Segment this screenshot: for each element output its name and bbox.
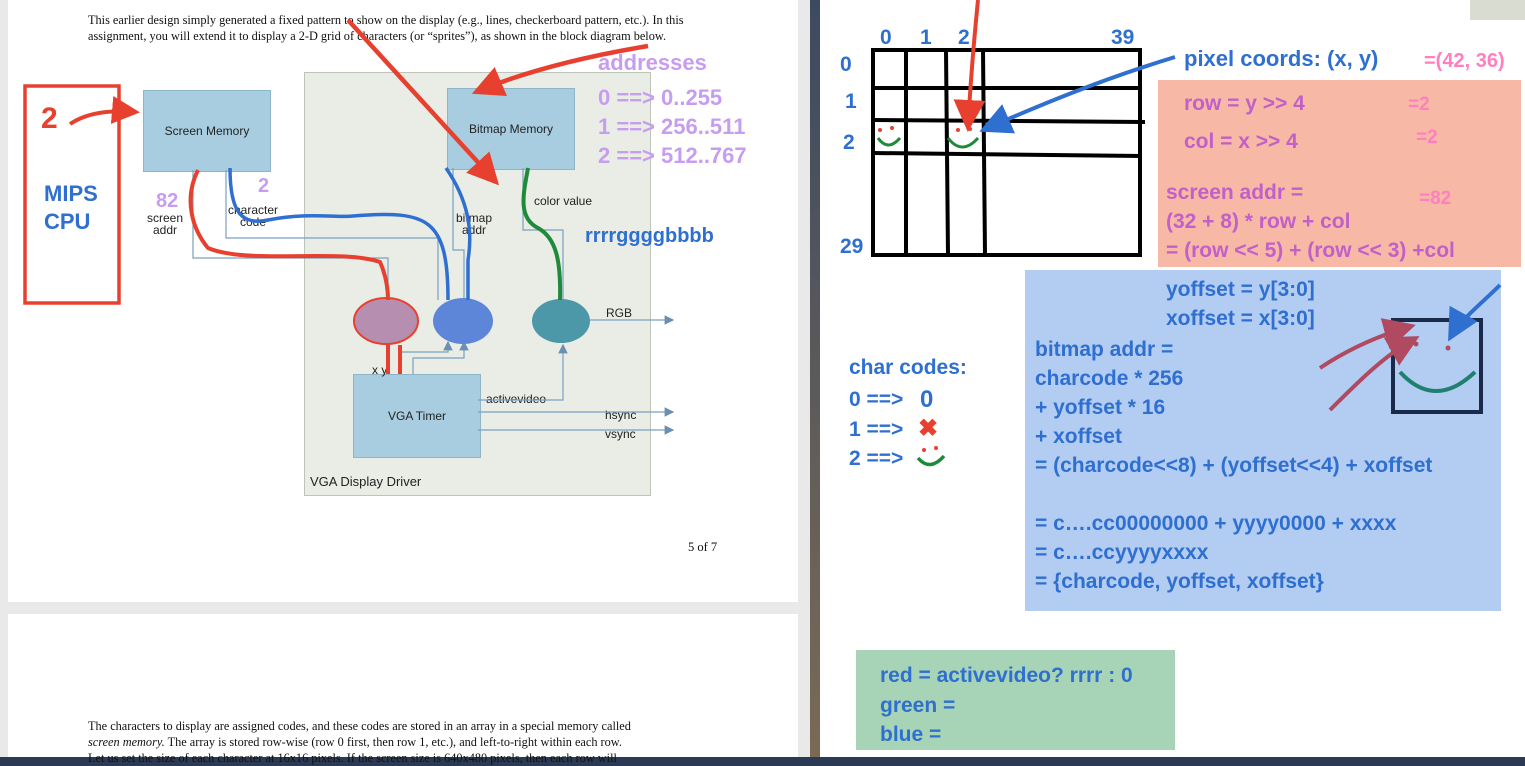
row-value: =2	[1408, 94, 1430, 115]
row-label-2: 2	[843, 131, 855, 154]
row-label-1: 1	[845, 90, 857, 113]
row-label-29: 29	[840, 235, 864, 258]
annot-code-2: 2	[258, 175, 270, 197]
screen-addr-label: screen addr	[146, 211, 184, 237]
char-code-1-x-glyph: ✖	[918, 415, 939, 442]
red-formula: red = activevideo? rrrr : 0	[880, 664, 1133, 687]
intro-paragraph: This earlier design simply generated a f…	[88, 13, 684, 43]
page2-line1: The characters to display are assigned c…	[88, 719, 631, 733]
annot-cpu: CPU	[44, 209, 91, 234]
annot-addr-0: 0 ==> 0..255	[598, 85, 723, 110]
annot-color-format: rrrrggggbbbb	[585, 225, 714, 247]
xoffset-formula: xoffset = x[3:0]	[1166, 307, 1315, 330]
green-box	[856, 650, 1175, 750]
pdf-page-6: The characters to display are assigned c…	[8, 614, 798, 765]
col-formula: col = x >> 4	[1184, 130, 1298, 153]
annot-82: 82	[156, 190, 179, 212]
whiteboard: 0 1 2 39 0 1 2 29 pixel coords: (x, y) =…	[820, 0, 1525, 757]
page2-line3: Let us set the size of each character at…	[88, 751, 617, 765]
blue-box	[1025, 270, 1501, 611]
screen-addr-value: =82	[1419, 188, 1452, 209]
annot-addr-2: 2 ==> 512..767	[598, 143, 747, 168]
bitmap-line-2: charcode * 256	[1035, 367, 1184, 390]
screen-addr-line3: = (row << 5) + (row << 3) +col	[1166, 239, 1455, 262]
mux-screen	[353, 297, 419, 345]
vga-driver-label: VGA Display Driver	[310, 474, 422, 489]
bitmap-line-4: + xoffset	[1035, 425, 1122, 448]
row-formula: row = y >> 4	[1184, 92, 1305, 115]
annot-mips: MIPS	[44, 181, 98, 206]
col-label-2: 2	[958, 26, 970, 49]
annot-addr-1: 1 ==> 256..511	[598, 114, 746, 139]
xy-label: x y	[372, 363, 388, 377]
vsync-label: vsync	[605, 427, 636, 441]
char-code-0: 0 ==>	[849, 388, 904, 411]
vga-timer-box: VGA Timer	[353, 374, 481, 458]
bitmap-line-3: + yoffset * 16	[1035, 396, 1166, 419]
char-code-0-glyph: 0	[920, 386, 934, 413]
green-formula: green =	[880, 694, 956, 717]
bitmap-line-7: = c….ccyyyyxxxx	[1035, 541, 1209, 564]
screen-addr-line2: (32 + 8) * row + col	[1166, 210, 1351, 233]
col-label-1: 1	[920, 26, 932, 49]
screen-memory-box: Screen Memory	[143, 90, 271, 172]
page2-line2: screen memory. The array is stored row-w…	[88, 734, 788, 750]
pink-box	[1158, 80, 1521, 267]
webcam-corner	[1470, 0, 1525, 20]
page2-line2-rest: The array is stored row-wise (row 0 firs…	[164, 735, 622, 749]
annot-code-two: 2	[41, 102, 58, 135]
bitmap-line-6: = c….cc00000000 + yyyy0000 + xxxx	[1035, 512, 1397, 535]
annot-addresses: addresses	[598, 50, 707, 75]
yoffset-formula: yoffset = y[3:0]	[1166, 278, 1315, 301]
char-codes-title: char codes:	[849, 356, 967, 379]
color-value-label: color value	[534, 194, 593, 208]
diagram-wires	[23, 18, 675, 435]
block-diagram: VGA Display Driver Screen Memory Bitmap …	[8, 0, 798, 560]
screen-addr-formula: screen addr =	[1166, 181, 1304, 204]
mux-color	[532, 299, 590, 343]
bitmap-line-1: bitmap addr =	[1035, 338, 1174, 361]
bitmap-line-8: = {charcode, yoffset, xoffset}	[1035, 570, 1324, 593]
col-value: =2	[1416, 127, 1438, 148]
pixel-coords-label: pixel coords: (x, y)	[1184, 46, 1379, 71]
bitmap-line-5: = (charcode<<8) + (yoffset<<4) + xoffset	[1035, 454, 1433, 477]
char-code-2: 2 ==>	[849, 447, 904, 470]
blue-formula: blue =	[880, 723, 942, 746]
pdf-viewer[interactable]: This earlier design simply generated a f…	[0, 0, 810, 765]
char-code-1: 1 ==>	[849, 418, 904, 441]
row-label-0: 0	[840, 53, 852, 76]
mux-bitmap	[433, 298, 493, 344]
col-label-39: 39	[1111, 26, 1135, 49]
window-divider[interactable]	[810, 0, 820, 757]
activevideo-label: activevideo	[486, 392, 547, 406]
page-number: 5 of 7	[688, 540, 718, 554]
pdf-page-5: This earlier design simply generated a f…	[8, 0, 798, 602]
rgb-label: RGB	[606, 306, 633, 320]
screen-memory-term: screen memory.	[88, 735, 165, 749]
col-label-0: 0	[880, 26, 892, 49]
screen-grid-drawing	[871, 0, 1502, 467]
pixel-coords-value: =(42, 36)	[1424, 50, 1505, 72]
